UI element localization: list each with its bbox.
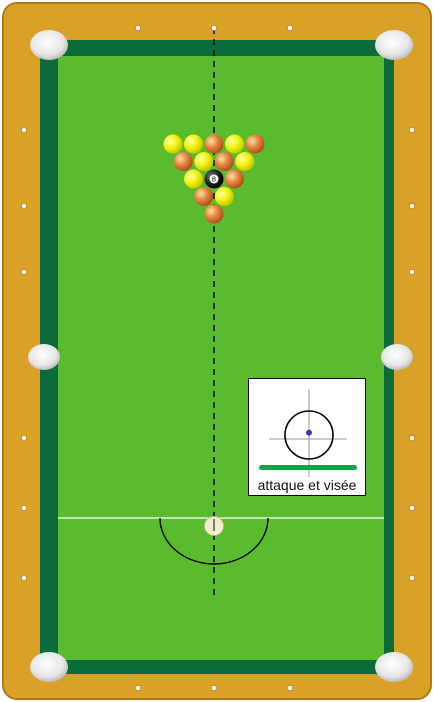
ball-body	[164, 135, 183, 154]
ball-body	[225, 170, 244, 189]
aim-spin-panel[interactable]: attaque et visée	[248, 378, 366, 496]
cue-ball[interactable]	[205, 517, 224, 536]
pocket-top-right	[375, 30, 413, 60]
ball-yellow	[215, 187, 234, 206]
diamond-marker	[409, 203, 414, 208]
ball-orange	[225, 170, 244, 189]
ball-yellow	[184, 135, 203, 154]
diamond-marker	[21, 575, 26, 580]
ball-yellow	[225, 135, 244, 154]
diamond-marker	[21, 127, 26, 132]
diamond-marker	[21, 435, 26, 440]
diamond-marker	[409, 127, 414, 132]
ball-number: 8	[212, 177, 216, 184]
pocket-middle-right	[381, 344, 413, 370]
ball-orange	[246, 135, 265, 154]
aim-power-bar[interactable]	[259, 465, 357, 470]
diamond-marker	[287, 685, 292, 690]
diamond-marker	[409, 269, 414, 274]
ball-body	[215, 187, 234, 206]
ball-body	[194, 152, 213, 171]
ball-body	[225, 135, 244, 154]
diamond-marker	[211, 685, 216, 690]
ball-body	[174, 152, 193, 171]
ball-yellow	[184, 170, 203, 189]
diamond-marker	[409, 505, 414, 510]
diamond-marker	[135, 25, 140, 30]
ball-yellow	[235, 152, 254, 171]
ball-yellow	[194, 152, 213, 171]
diamond-marker	[135, 685, 140, 690]
ball-body	[184, 135, 203, 154]
diamond-marker	[21, 203, 26, 208]
ball-body	[246, 135, 265, 154]
ball-body	[205, 205, 224, 224]
pocket-top-left	[30, 30, 68, 60]
diamond-marker	[409, 575, 414, 580]
ball-orange	[174, 152, 193, 171]
ball-orange	[205, 205, 224, 224]
diamond-marker	[21, 505, 26, 510]
ball-body	[205, 135, 224, 154]
aim-panel-label: attaque et visée	[249, 477, 365, 493]
ball-yellow	[164, 135, 183, 154]
ball-body	[194, 187, 213, 206]
pocket-middle-left	[28, 344, 60, 370]
spin-impact-point[interactable]	[306, 430, 312, 436]
ball-orange	[215, 152, 234, 171]
diamond-marker	[287, 25, 292, 30]
pocket-bottom-left	[30, 652, 68, 682]
eight-ball: 8	[205, 170, 224, 189]
diamond-marker	[211, 25, 216, 30]
ball-body	[235, 152, 254, 171]
ball-body	[184, 170, 203, 189]
ball-body	[215, 152, 234, 171]
ball-orange	[205, 135, 224, 154]
ball-orange	[194, 187, 213, 206]
pocket-bottom-right	[375, 652, 413, 682]
diamond-marker	[21, 269, 26, 274]
diamond-marker	[409, 435, 414, 440]
